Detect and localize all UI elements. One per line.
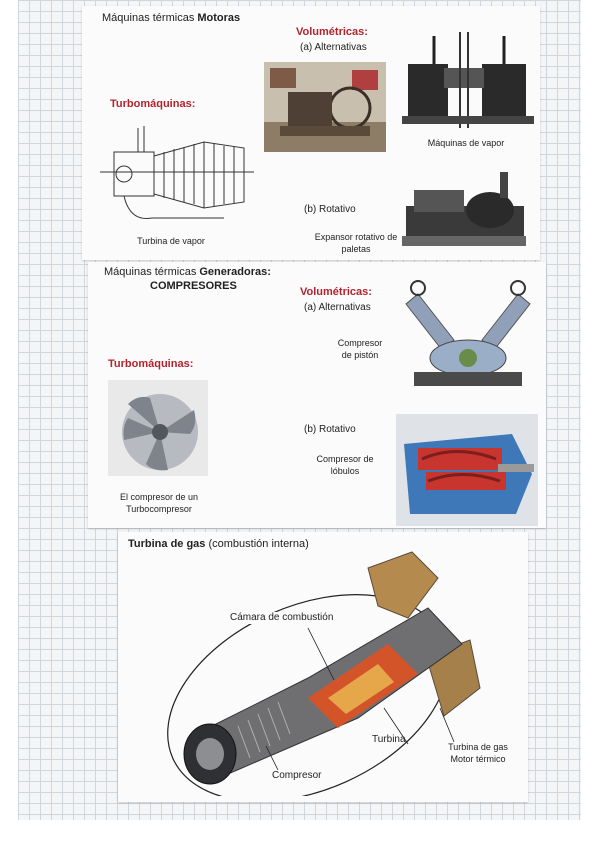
- gas-turbine-cutaway: [158, 548, 514, 796]
- compresor-label: Compresor: [272, 770, 322, 781]
- rotativo-label-2: (b) Rotativo: [304, 424, 356, 435]
- camara-combustion-label: Cámara de combustión: [230, 612, 334, 624]
- turbocompresor-caption-2: Turbocompresor: [126, 504, 192, 514]
- card-generadoras: Máquinas térmicas Generadoras: COMPRESOR…: [88, 262, 546, 528]
- expansor-caption-line1: Expansor rotativo de: [314, 232, 398, 242]
- steam-engine-photo: [264, 62, 386, 152]
- compresor-lobulos-caption-2: lóbulos: [330, 466, 360, 476]
- turbina-vapor-caption: Turbina de vapor: [137, 236, 205, 246]
- card-motoras-title: Máquinas térmicas Motoras: [102, 12, 241, 24]
- steam-engine-drawing: [398, 28, 538, 138]
- lobe-compressor-photo: [396, 414, 538, 526]
- turbomaquinas-label: Turbomáquinas:: [110, 98, 196, 110]
- compresor-piston-caption-1: Compresor: [337, 338, 383, 348]
- card-turbina-gas-title: Turbina de gas (combustión interna): [128, 538, 309, 550]
- card-generadoras-title: Máquinas térmicas Generadoras:: [104, 266, 271, 278]
- piston-compressor-drawing: [398, 274, 538, 392]
- alternativas-label-2: (a) Alternativas: [304, 302, 371, 313]
- compresores-heading: COMPRESORES: [150, 280, 237, 292]
- compresor-piston-caption-2: de pistón: [341, 350, 379, 360]
- compresor-lobulos-caption-1: Compresor de: [316, 454, 374, 464]
- turbocompresor-caption-1: El compresor de un: [119, 492, 199, 502]
- steam-turbine-drawing: [94, 122, 260, 232]
- alternativas-label: (a) Alternativas: [300, 42, 367, 53]
- card-motoras: Máquinas térmicas Motoras Volumétricas: …: [82, 6, 540, 260]
- rotativo-label: (b) Rotativo: [304, 204, 356, 215]
- turbocompressor-impeller-photo: [108, 380, 208, 476]
- turbina-gas-caption-2: Motor térmico: [450, 754, 506, 764]
- turbina-gas-caption-1: Turbina de gas: [448, 742, 508, 752]
- turbomaquinas-label-2: Turbomáquinas:: [108, 358, 194, 370]
- expansor-caption-line2: paletas: [341, 244, 371, 254]
- maquinas-vapor-caption: Máquinas de vapor: [427, 138, 505, 148]
- card-turbina-gas: Turbina de gas (combustión interna): [118, 532, 528, 802]
- volumetricas-label-2: Volumétricas:: [300, 286, 372, 298]
- volumetricas-label: Volumétricas:: [296, 26, 368, 38]
- turbina-label: Turbina: [372, 734, 406, 745]
- rotary-expander-drawing: [400, 166, 528, 258]
